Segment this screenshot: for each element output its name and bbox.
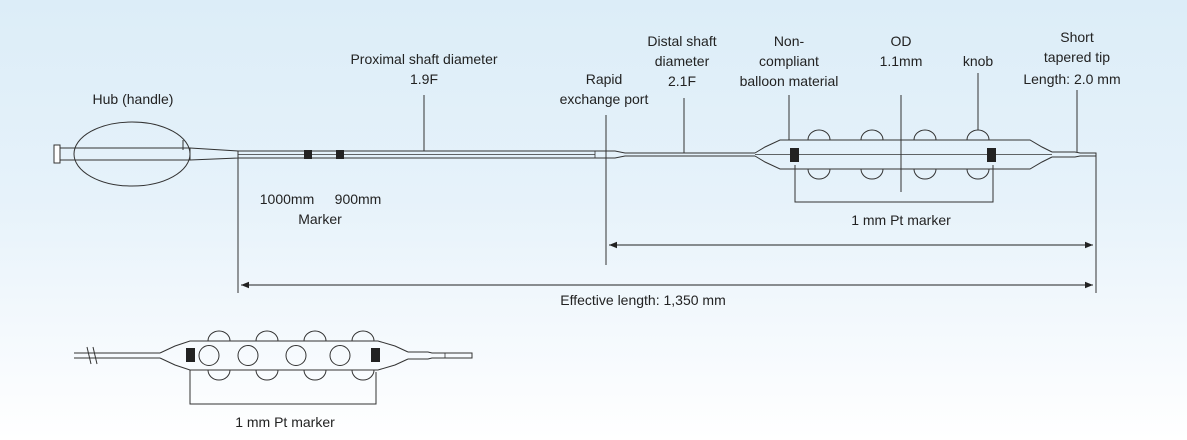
balloon-material-label-3: balloon material xyxy=(740,73,839,89)
knob xyxy=(966,129,990,141)
marker-label: Marker xyxy=(298,211,342,227)
distal-shaft xyxy=(605,150,755,159)
marker-900mm-label: 900mm xyxy=(335,191,382,207)
balloon xyxy=(754,129,1053,180)
proximal-shaft-label: Proximal shaft diameter xyxy=(350,51,497,67)
tip-label-2: tapered tip xyxy=(1044,49,1110,65)
tip-label: Short xyxy=(1060,29,1094,45)
hub-body xyxy=(59,147,191,161)
hub-cap xyxy=(53,144,61,164)
balloon-marker-left xyxy=(790,148,799,162)
pt-marker-label-top: 1 mm Pt marker xyxy=(851,212,951,228)
pt-marker-label-bottom: 1 mm Pt marker xyxy=(235,414,335,430)
marker-900mm xyxy=(336,150,344,159)
leader-lines xyxy=(182,73,1097,293)
strain-relief xyxy=(189,147,239,161)
proximal-shaft-value: 1.9F xyxy=(410,71,438,87)
distal-shaft-label: Distal shaft xyxy=(647,33,716,49)
hub-label: Hub (handle) xyxy=(93,91,174,107)
od-label: OD xyxy=(891,33,912,49)
balloon-material-label: Non- xyxy=(774,33,805,49)
tip-length-label: Length: 2.0 mm xyxy=(1023,71,1120,87)
proximal-shaft xyxy=(238,150,605,159)
knob-label: knob xyxy=(963,53,994,69)
balloon-detail xyxy=(74,330,473,405)
catheter-main xyxy=(53,121,1097,187)
effective-length-label: Effective length: 1,350 mm xyxy=(560,292,726,308)
rapid-exchange-label-2: exchange port xyxy=(560,91,649,107)
od-value: 1.1mm xyxy=(880,53,923,69)
balloon-marker-right xyxy=(987,148,996,162)
distal-shaft-value: 2.1F xyxy=(668,73,696,89)
distal-shaft-label-2: diameter xyxy=(655,53,710,69)
tapered-tip xyxy=(1052,151,1097,158)
hub-ellipse xyxy=(73,121,191,187)
marker-1000mm xyxy=(304,150,312,159)
marker-1000mm-label: 1000mm xyxy=(260,191,314,207)
rapid-exchange-label: Rapid xyxy=(586,71,623,87)
balloon-material-label-2: compliant xyxy=(759,53,819,69)
